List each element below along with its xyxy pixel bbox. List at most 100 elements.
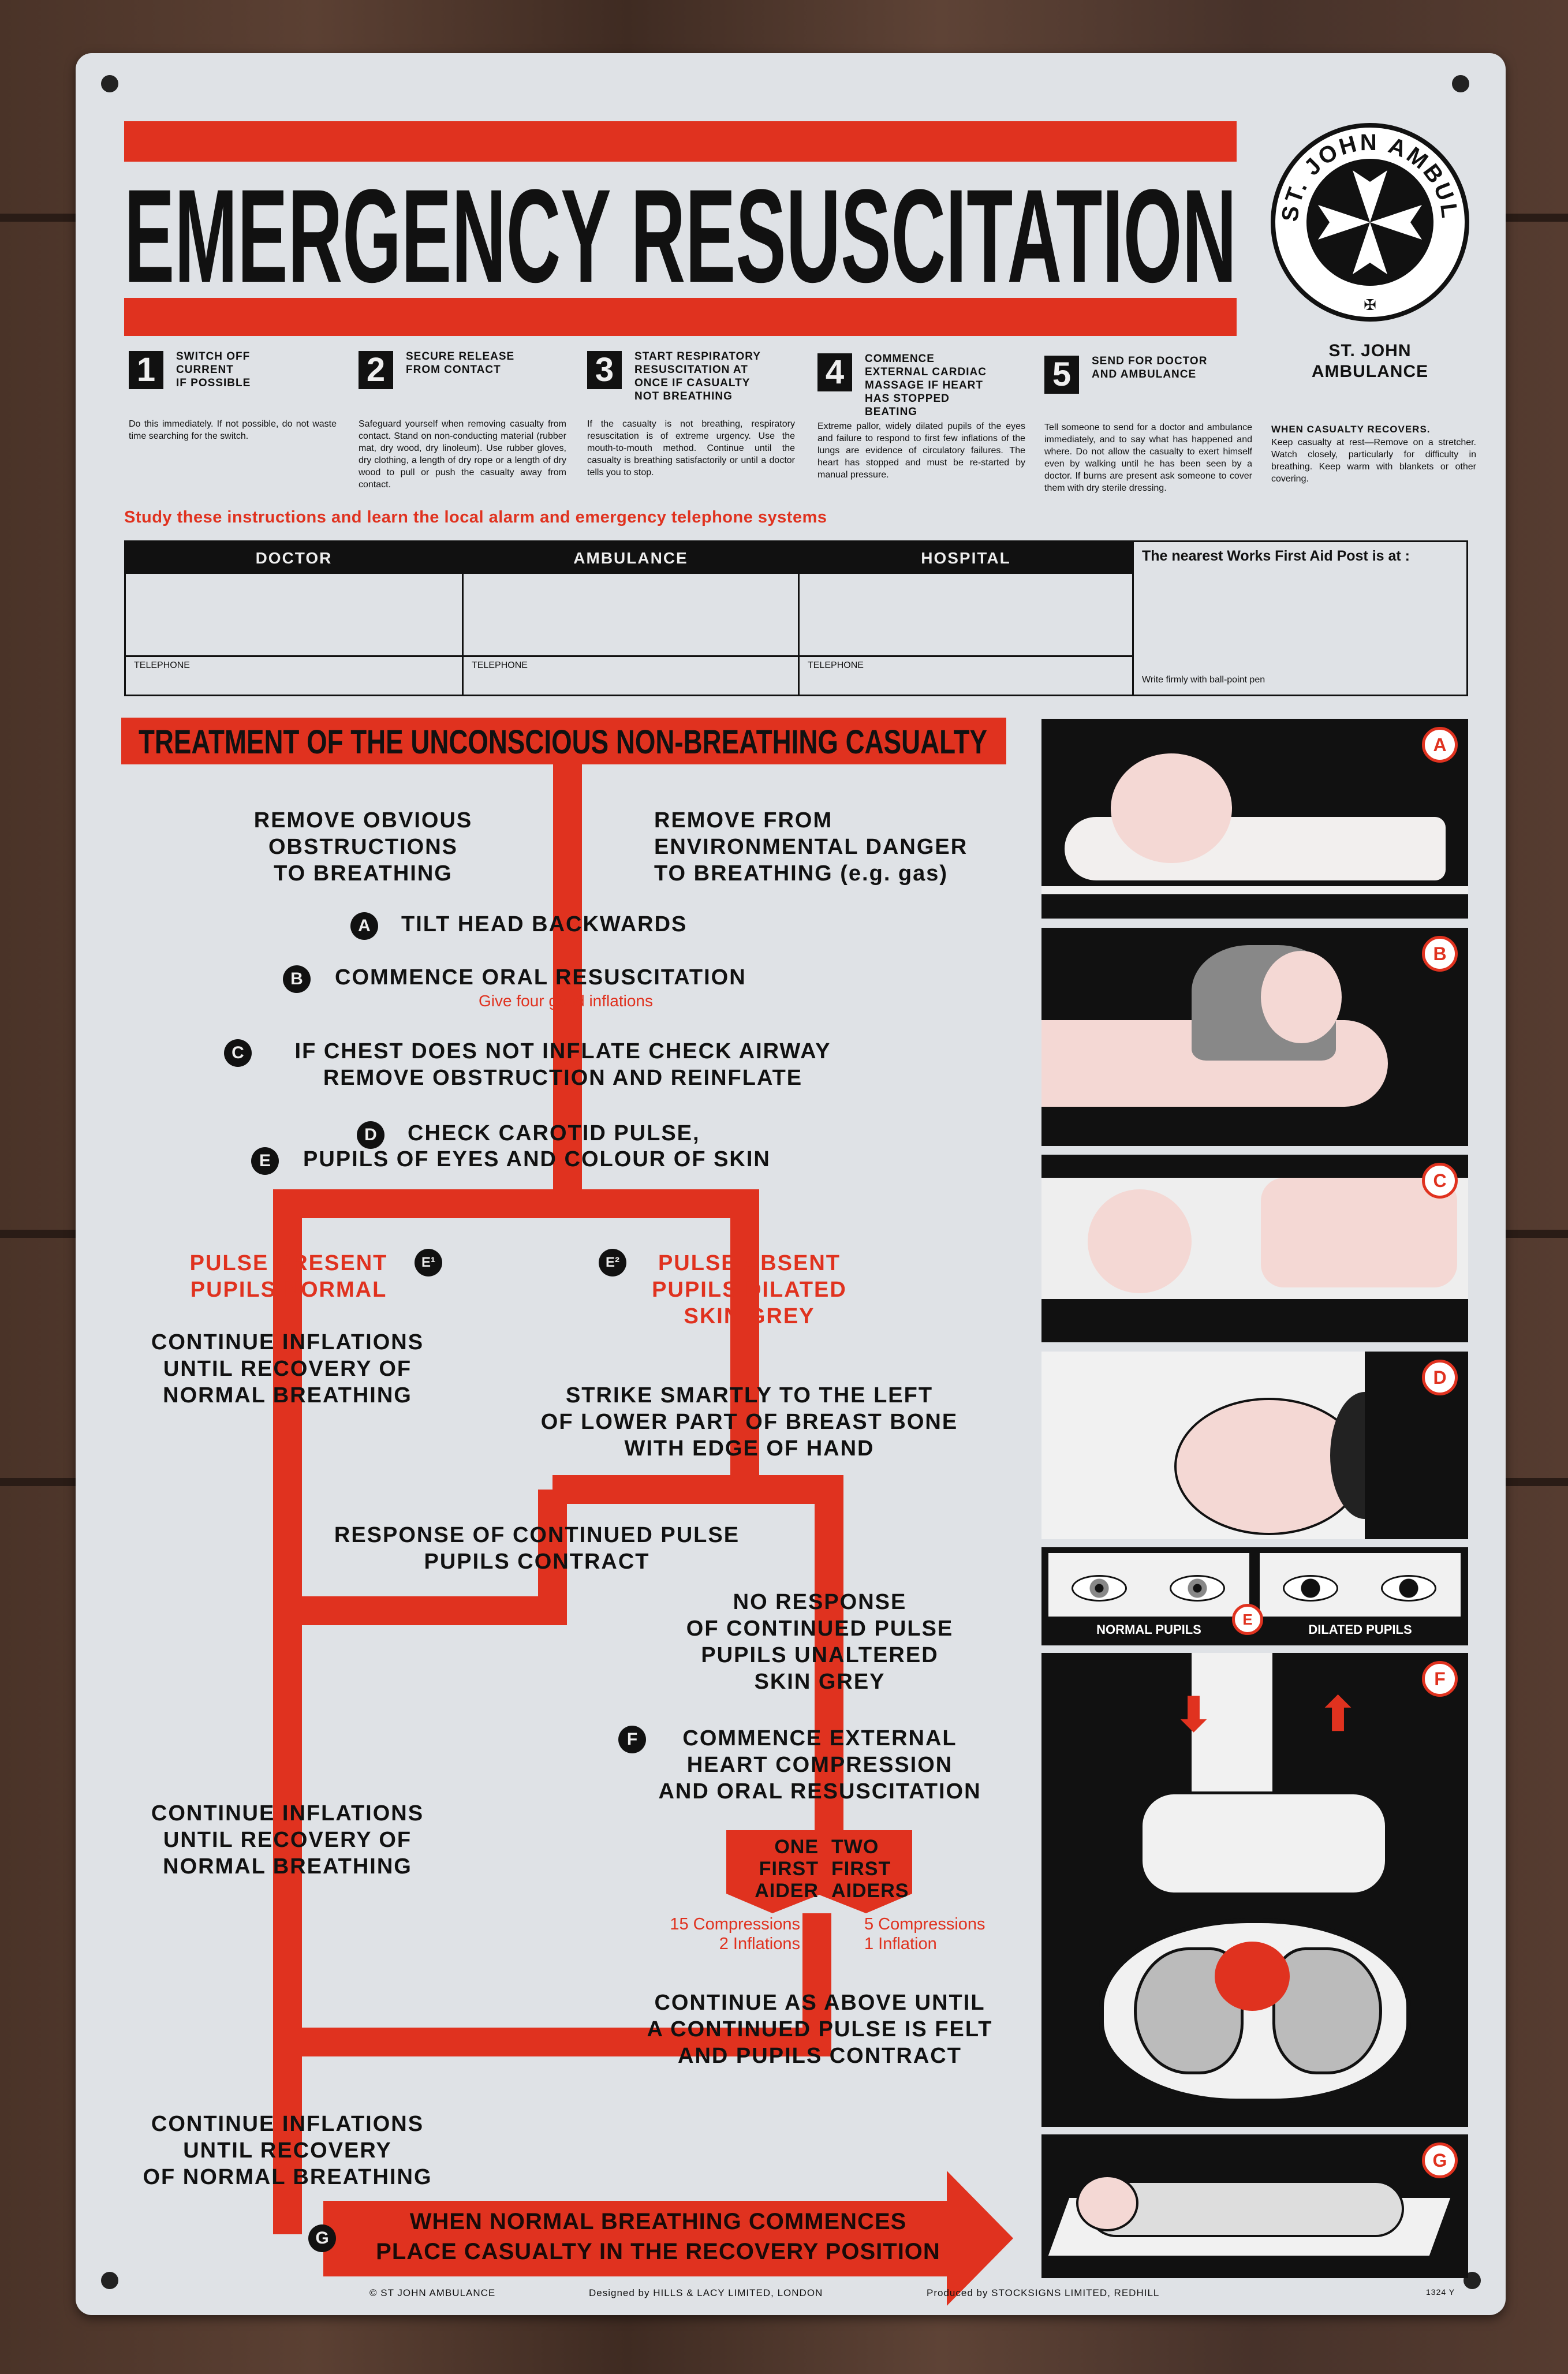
illustration-letter: B xyxy=(1422,936,1458,972)
dilated-pupils-label: DILATED PUPILS xyxy=(1308,1622,1412,1637)
step-f-text: COMMENCE EXTERNAL HEART COMPRESSION AND … xyxy=(658,1726,981,1804)
normal-pupils-label: NORMAL PUPILS xyxy=(1096,1622,1201,1637)
produced-by-text: Produced by STOCKSIGNS LIMITED, REDHILL xyxy=(927,2287,1160,2298)
continue-inflations-2: CONTINUE INFLATIONS UNTIL RECOVERY OF NO… xyxy=(151,1801,424,1879)
study-notice: Study these instructions and learn the l… xyxy=(124,508,827,527)
step-g-badge: G xyxy=(308,2224,336,2252)
continue-above-text: CONTINUE AS ABOVE UNTIL A CONTINUED PULS… xyxy=(647,1991,993,2068)
doctor-column: DOCTOR TELEPHONE xyxy=(126,542,464,695)
step-body: Tell someone to send for a doctor and am… xyxy=(1044,423,1252,493)
continue-inflations-3: CONTINUE INFLATIONS UNTIL RECOVERY OF NO… xyxy=(143,2112,432,2189)
illustration-g-recovery-position: G xyxy=(1041,2134,1468,2278)
arrow-down-icon: ⬇ xyxy=(1174,1689,1214,1740)
column-header: DOCTOR xyxy=(126,542,462,574)
illustration-a-tilt-head: A xyxy=(1041,719,1468,919)
screw-hole xyxy=(1452,75,1469,92)
step-b-note: Give four good inflations xyxy=(479,992,653,1010)
flow-line-split xyxy=(273,1189,759,2234)
step-number: 4 xyxy=(817,353,852,391)
two-aiders-rate: 5 Compressions 1 Inflation xyxy=(864,1915,985,1953)
product-code: 1324 Y xyxy=(1426,2287,1455,2297)
designed-by-text: Designed by HILLS & LACY LIMITED, LONDON xyxy=(589,2287,823,2298)
flow-line-strike xyxy=(552,1475,843,1830)
remove-danger-text: REMOVE FROM ENVIRONMENTAL DANGER TO BREA… xyxy=(654,808,968,886)
contact-table: DOCTOR TELEPHONE AMBULANCE TELEPHONE HOS… xyxy=(124,540,1468,696)
step-heading: SECURE RELEASE FROM CONTACT xyxy=(406,350,515,376)
step-body: Do this immediately. If not possible, do… xyxy=(129,419,337,441)
column-header: HOSPITAL xyxy=(800,542,1132,574)
aiders-box xyxy=(726,1830,912,1913)
arrow-up-icon: ⬆ xyxy=(1319,1689,1358,1740)
step-heading: START RESPIRATORY RESUSCITATION AT ONCE … xyxy=(634,350,761,402)
strike-text: STRIKE SMARTLY TO THE LEFT OF LOWER PART… xyxy=(540,1383,958,1461)
illustration-c-check-airway: C xyxy=(1041,1155,1468,1342)
title-red-bar-top xyxy=(124,121,1237,162)
dilated-pupils-image xyxy=(1260,1553,1461,1617)
flow-line-response xyxy=(288,1490,567,1625)
e1-badge: E¹ xyxy=(415,1249,442,1276)
telephone-label: TELEPHONE xyxy=(464,655,798,674)
step-number: 5 xyxy=(1044,356,1079,394)
step-f-badge: F xyxy=(618,1726,646,1753)
page-title: EMERGENCY RESUSCITATION xyxy=(124,166,1237,296)
step-g-text: WHEN NORMAL BREATHING COMMENCES PLACE CA… xyxy=(376,2209,940,2264)
illustration-letter: C xyxy=(1422,1163,1458,1199)
telephone-label: TELEPHONE xyxy=(800,655,1132,674)
step-body: Extreme pallor, widely dilated pupils of… xyxy=(817,421,1025,480)
maltese-cross-icon xyxy=(1318,170,1422,274)
copyright-text: © ST JOHN AMBULANCE xyxy=(369,2287,496,2298)
step-c-text: IF CHEST DOES NOT INFLATE CHECK AIRWAY R… xyxy=(294,1039,831,1090)
step-a-text: TILT HEAD BACKWARDS xyxy=(401,912,688,936)
pulse-present-text: PULSE PRESENT PUPILS NORMAL xyxy=(189,1251,388,1302)
step-b-text: COMMENCE ORAL RESUSCITATION xyxy=(335,965,746,990)
illustration-f-heart-compression: ⬇ ⬆ F xyxy=(1041,1653,1468,2127)
step-number: 1 xyxy=(129,351,163,389)
logo-caption: ST. JOHN AMBULANCE xyxy=(1311,341,1429,381)
illustration-letter: A xyxy=(1422,727,1458,763)
first-aid-post-label: The nearest Works First Aid Post is at : xyxy=(1142,548,1410,564)
treatment-heading: TREATMENT OF THE UNCONSCIOUS NON-BREATHI… xyxy=(139,723,987,761)
st-john-ambulance-logo: ST. JOHN AMBULANCE ✠ xyxy=(1270,122,1469,322)
step-heading: COMMENCE EXTERNAL CARDIAC MASSAGE IF HEA… xyxy=(865,353,987,418)
step-body: Safeguard yourself when removing casualt… xyxy=(359,419,566,490)
illustration-letter: D xyxy=(1422,1360,1458,1395)
step-d-text: CHECK CAROTID PULSE, xyxy=(408,1121,700,1145)
ambulance-column: AMBULANCE TELEPHONE xyxy=(464,542,800,695)
column-header: AMBULANCE xyxy=(464,542,798,574)
step-b-badge: B xyxy=(283,965,311,993)
step-number: 3 xyxy=(587,351,622,389)
illustration-letter: E xyxy=(1232,1604,1263,1635)
telephone-label: TELEPHONE xyxy=(126,655,462,674)
normal-pupils-image xyxy=(1048,1553,1249,1617)
hospital-column: HOSPITAL TELEPHONE xyxy=(800,542,1134,695)
one-aider-label: ONE FIRST AIDER xyxy=(755,1836,819,1902)
step-number: 2 xyxy=(359,351,393,389)
recovery-heading: WHEN CASUALTY RECOVERS. xyxy=(1271,424,1431,435)
e2-badge: E² xyxy=(599,1249,626,1276)
step-d-badge: D xyxy=(357,1121,384,1149)
step-e-text: PUPILS OF EYES AND COLOUR OF SKIN xyxy=(303,1147,771,1171)
continue-inflations-1: CONTINUE INFLATIONS UNTIL RECOVERY OF NO… xyxy=(151,1330,424,1408)
response-text: RESPONSE OF CONTINUED PULSE PUPILS CONTR… xyxy=(334,1523,740,1574)
one-aider-rate: 15 Compressions 2 Inflations xyxy=(670,1915,800,1953)
illustration-letter: G xyxy=(1422,2142,1458,2178)
step-heading: SEND FOR DOCTOR AND AMBULANCE xyxy=(1092,355,1208,380)
flow-line-continue xyxy=(288,1913,831,2056)
illustration-letter: F xyxy=(1422,1661,1458,1697)
illustration-e-pupils: NORMAL PUPILS DILATED PUPILS E xyxy=(1041,1547,1468,1645)
remove-obstructions-text: REMOVE OBVIOUS OBSTRUCTIONS TO BREATHING xyxy=(253,808,473,886)
pulse-absent-text: PULSE ABSENT PUPILS DILATED SKIN GREY xyxy=(652,1251,847,1328)
recovery-arrow xyxy=(323,2171,1013,2306)
no-response-text: NO RESPONSE OF CONTINUED PULSE PUPILS UN… xyxy=(686,1590,954,1694)
treatment-heading-box: TREATMENT OF THE UNCONSCIOUS NON-BREATHI… xyxy=(121,718,1006,764)
svg-text:✠: ✠ xyxy=(1364,296,1376,313)
title-red-bar-bottom xyxy=(124,298,1237,336)
pen-note: Write firmly with ball-point pen xyxy=(1142,675,1265,685)
illustration-d-carotid-pulse: D xyxy=(1041,1352,1468,1539)
screw-hole xyxy=(101,75,118,92)
step-heading: SWITCH OFF CURRENT IF POSSIBLE xyxy=(176,350,251,389)
illustration-b-oral-resuscitation: B xyxy=(1041,928,1468,1146)
step-c-badge: C xyxy=(224,1039,252,1067)
step-body: If the casualty is not breathing, respir… xyxy=(587,419,795,477)
